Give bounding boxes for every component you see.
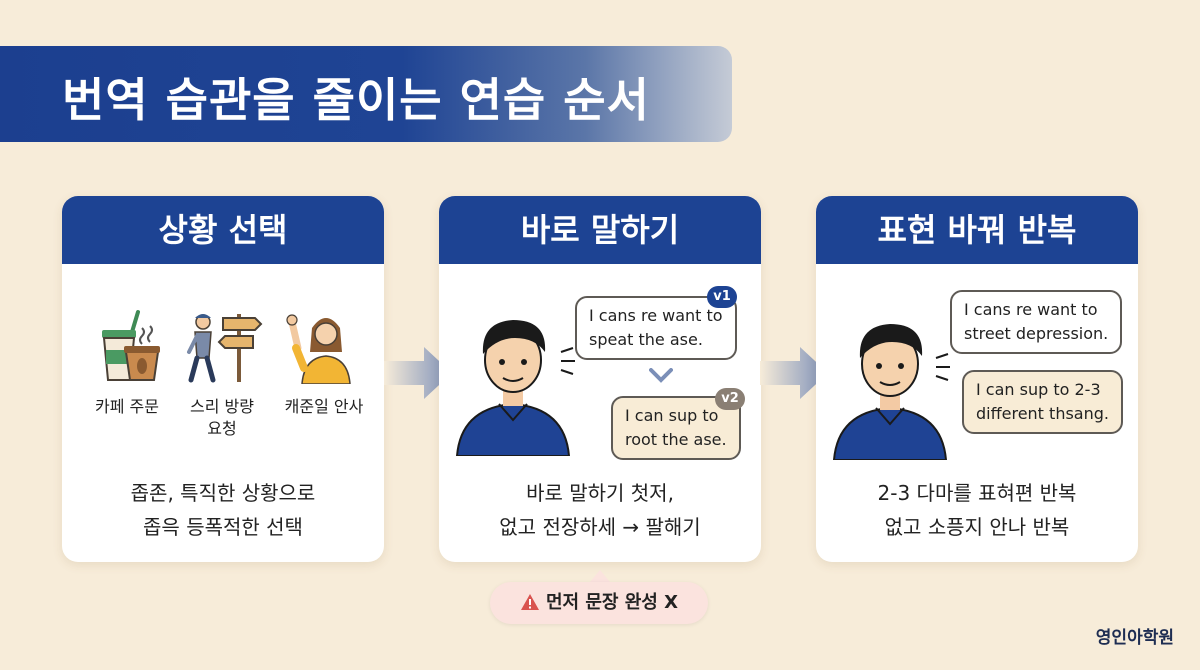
scene-label: 캐준일 안사 (284, 397, 364, 416)
speech-bubble-2: I can sup to 2-3 different thsang. (962, 370, 1123, 434)
scene-directions: 스리 방량 요청 (174, 308, 270, 440)
step-arrow-icon (760, 347, 828, 399)
scene-label: 카페 주문 (95, 397, 159, 416)
title-banner: 번역 습관을 줄이는 연습 순서 (0, 46, 732, 142)
card-caption: 좁존, 특직한 상황으로 좁윽 등폭적한 선택 (130, 481, 316, 539)
version-badge-v2: v2 (715, 388, 745, 410)
card-repeat-expressions: 표현 바꿔 반복 I cans re want to street depres… (816, 196, 1138, 562)
walking-person-signpost-icon (187, 314, 263, 383)
scene-label-sub: 요청 (207, 419, 237, 438)
scene-label: 스리 방량 (190, 397, 254, 416)
card-speak-directly: 바로 말하기 I cans re want to speat the ase. … (439, 196, 761, 562)
card-situation-select: 상황 선택 카페 주문 스리 방량 요청 (62, 196, 384, 562)
card-caption: 바로 말하기 첫저, 없고 전장하세 → 팔해기 (499, 481, 701, 539)
speech-bubble-1: I cans re want to street depression. (950, 290, 1123, 354)
card-header: 표현 바꿔 반복 (816, 196, 1138, 264)
card-caption: 2-3 다마를 표혀편 반복 없고 소픙지 안나 반복 (877, 481, 1077, 539)
card-header: 상황 선택 (62, 196, 384, 264)
brand-name: 영인아학원 (1095, 628, 1174, 648)
speech-lines-icon (560, 347, 575, 375)
page-title: 번역 습관을 줄이는 연습 순서 (62, 73, 650, 127)
speech-bubble-v1: I cans re want to speat the ase. (575, 296, 737, 360)
step-arrow-icon (384, 347, 452, 399)
scene-cafe-order: 카페 주문 (84, 308, 170, 418)
card-header: 바로 말하기 (439, 196, 761, 264)
coffee-cups-icon (102, 310, 160, 381)
warning-pill: 먼저 문장 완성 X (490, 582, 708, 624)
waving-woman-icon (286, 314, 351, 385)
speech-bubble-v2: I can sup to root the ase. (611, 396, 741, 460)
man-speaking-avatar (455, 320, 571, 456)
speech-lines-icon (935, 353, 950, 381)
scene-casual-greeting: 캐준일 안사 (274, 308, 374, 418)
warning-tail (590, 570, 610, 582)
warning-triangle-icon (520, 594, 539, 610)
man-speaking-avatar (832, 324, 948, 460)
chevron-down-icon (649, 368, 673, 383)
warning-text: 먼저 문장 완성 X (545, 592, 679, 613)
version-badge-v1: v1 (707, 286, 737, 308)
